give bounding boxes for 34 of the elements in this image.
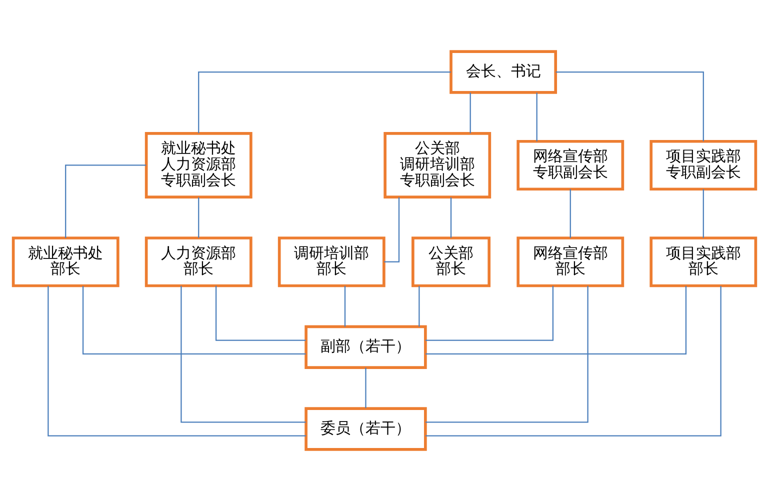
connector	[365, 367, 366, 408]
connector	[384, 196, 400, 262]
connector	[536, 92, 538, 141]
connector	[702, 188, 704, 238]
connector	[426, 286, 722, 436]
connector	[418, 286, 420, 326]
node-box: 就业秘书处 人力资源部 专职副会长	[144, 131, 252, 198]
node-box: 调研培训部 部长	[278, 236, 386, 287]
node-box: 网络宣传部 专职副会长	[516, 139, 624, 190]
node-box: 会长、书记	[450, 50, 558, 94]
connector	[215, 285, 306, 340]
node-box: 委员（若干）	[304, 406, 427, 450]
node-box: 副部（若干）	[304, 324, 427, 369]
node-box: 项目实践部 部长	[650, 236, 758, 287]
connector	[48, 286, 306, 436]
node-box: 项目实践部 专职副会长	[650, 139, 758, 190]
node-box: 人力资源部 部长	[144, 236, 252, 287]
connector	[180, 285, 306, 422]
connector	[425, 285, 554, 340]
node-box: 就业秘书处 部长	[12, 236, 120, 287]
node-box: 公关部 部长	[412, 236, 490, 287]
connector	[556, 70, 704, 141]
connector	[570, 188, 571, 238]
connector	[344, 286, 346, 326]
connector	[426, 285, 588, 422]
connector	[198, 70, 451, 133]
node-box: 公关部 调研培训部 专职副会长	[384, 131, 492, 198]
connector	[450, 196, 452, 238]
node-box: 网络宣传部 部长	[516, 236, 624, 287]
connector	[82, 286, 306, 354]
connector	[198, 196, 200, 238]
connector	[426, 286, 687, 354]
connector	[65, 164, 146, 238]
connector	[470, 92, 471, 133]
